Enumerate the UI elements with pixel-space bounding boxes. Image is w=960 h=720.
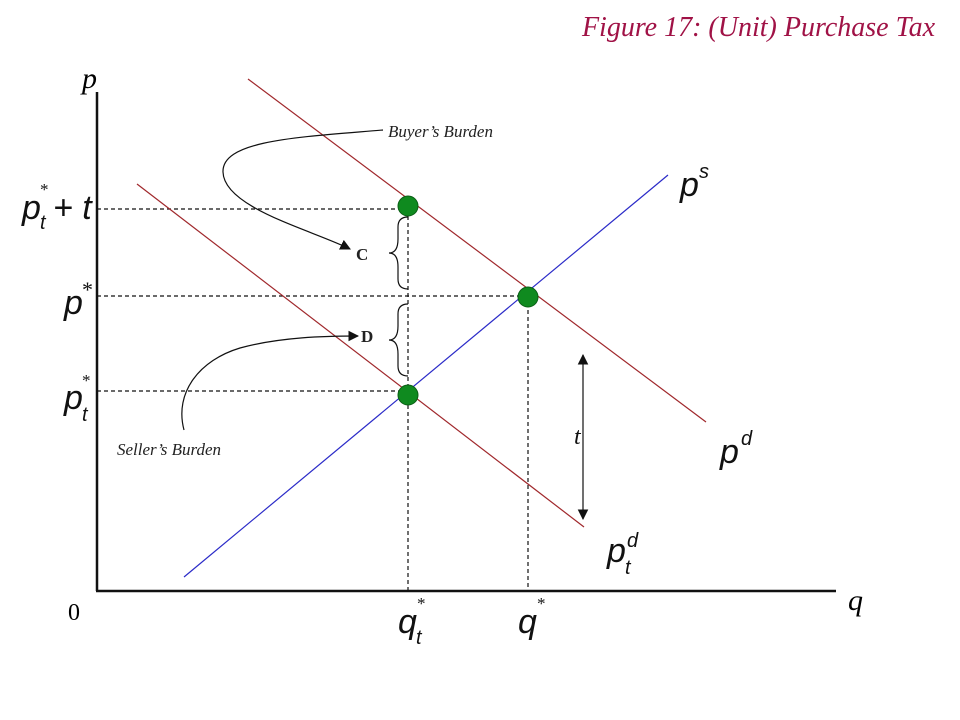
buyer-price-point bbox=[397, 195, 419, 217]
buyer-burden-label: Buyer’s Burden bbox=[388, 122, 493, 141]
svg-text:p: p bbox=[679, 166, 699, 204]
taxed-demand-curve-label: p d t bbox=[606, 530, 639, 579]
svg-text:+ t: + t bbox=[53, 189, 93, 227]
buyer-burden-brace bbox=[388, 216, 409, 290]
taxed-demand-curve bbox=[136, 183, 585, 528]
svg-text:*: * bbox=[40, 180, 49, 199]
x-tick-taxed-quantity: q * t bbox=[398, 594, 426, 649]
svg-text:p: p bbox=[606, 532, 626, 570]
buyer-burden-arrow bbox=[222, 129, 384, 250]
svg-text:d: d bbox=[741, 428, 753, 450]
svg-text:t: t bbox=[416, 627, 423, 649]
svg-text:p: p bbox=[63, 379, 83, 417]
svg-text:*: * bbox=[537, 594, 546, 613]
svg-text:q: q bbox=[518, 603, 537, 641]
svg-text:s: s bbox=[699, 161, 709, 183]
svg-text:t: t bbox=[40, 212, 47, 234]
y-tick-seller-price: p * t bbox=[63, 371, 91, 426]
x-axis-label: q bbox=[848, 584, 863, 617]
svg-text:t: t bbox=[82, 404, 89, 426]
seller-burden-label: Seller’s Burden bbox=[117, 440, 221, 459]
buyer-burden-letter: C bbox=[356, 245, 368, 264]
svg-text:p: p bbox=[719, 433, 739, 471]
seller-burden-brace bbox=[388, 303, 409, 377]
svg-text:d: d bbox=[627, 530, 639, 552]
x-tick-equilibrium-quantity: q * bbox=[518, 594, 546, 641]
supply-curve bbox=[183, 174, 669, 578]
svg-text:*: * bbox=[82, 277, 93, 302]
seller-price-point bbox=[397, 384, 419, 406]
seller-burden-arrow bbox=[181, 330, 360, 431]
seller-burden-letter: D bbox=[361, 327, 373, 346]
svg-text:t: t bbox=[625, 557, 632, 579]
demand-curve-label: p d bbox=[719, 428, 753, 471]
svg-text:p: p bbox=[21, 189, 41, 227]
tax-wedge-label: t bbox=[574, 424, 582, 450]
equilibrium-point bbox=[517, 286, 539, 308]
svg-text:p: p bbox=[63, 284, 83, 322]
y-axis-label: p bbox=[80, 62, 97, 95]
svg-text:*: * bbox=[417, 594, 426, 613]
supply-curve-label: p s bbox=[679, 161, 709, 204]
y-tick-equilibrium-price: p * bbox=[63, 277, 93, 322]
origin-label: 0 bbox=[68, 600, 80, 626]
svg-text:q: q bbox=[398, 603, 417, 641]
figure-title: Figure 17: (Unit) Purchase Tax bbox=[581, 12, 936, 43]
demand-curve bbox=[247, 78, 707, 423]
y-tick-tax-price: p * t + t bbox=[21, 180, 93, 234]
svg-text:*: * bbox=[82, 371, 91, 390]
